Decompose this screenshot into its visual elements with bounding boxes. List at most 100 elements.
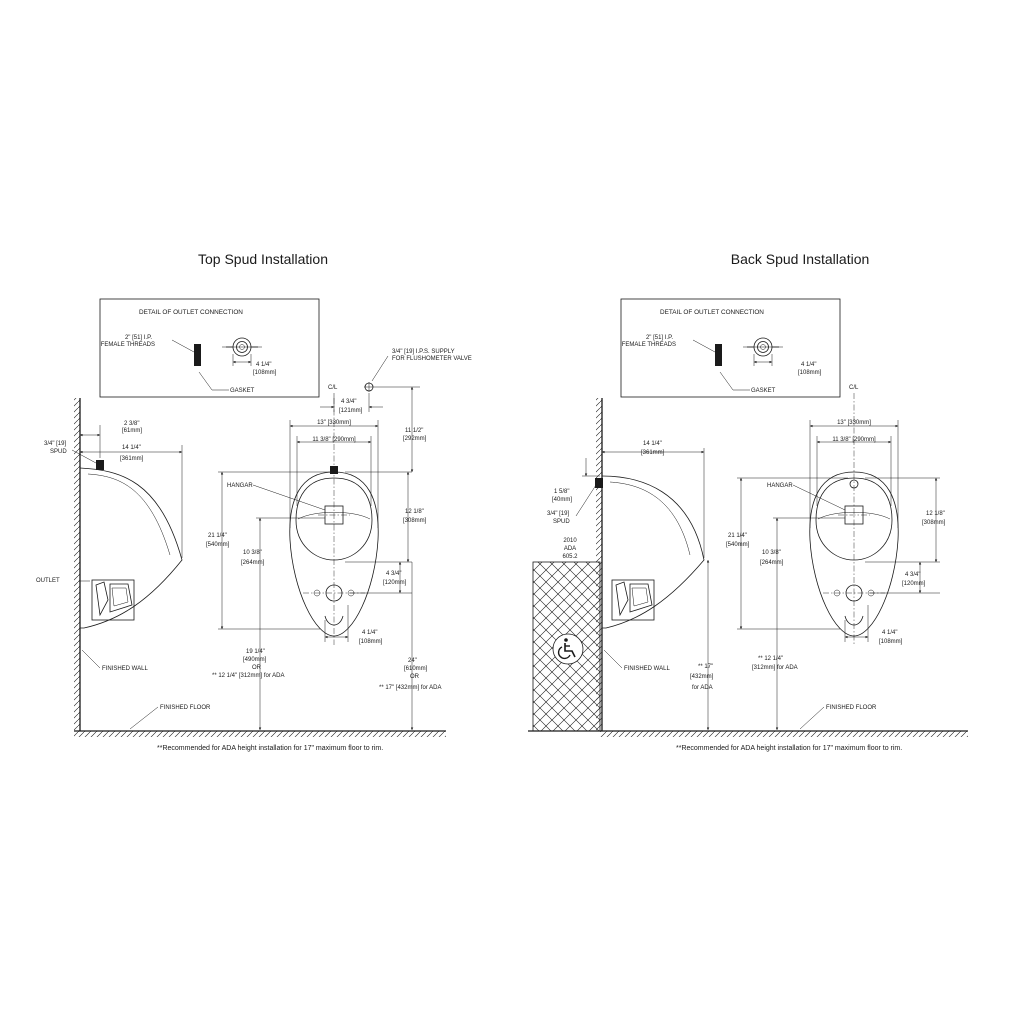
dim-21-1-4-a: 21 1/4"	[728, 533, 747, 539]
dim-4-3-4-b: [121mm]	[339, 408, 363, 414]
dim-24-a: 24"	[408, 658, 417, 664]
spud-label-1: 3/4" [19]	[547, 511, 569, 517]
dim-12-1-4-b: [312mm] for ADA	[752, 665, 798, 671]
dim-11-3-8: 11 3/8" [290mm]	[832, 437, 876, 443]
supply-label-2: FOR FLUSHOMETER VALVE	[392, 356, 472, 362]
top-spud-drawing: Top Spud Installation DETAIL OF OUTLET C…	[36, 251, 472, 752]
detail-frame	[99, 298, 320, 398]
detail-frame	[620, 298, 841, 398]
top-spud-wall: FINISHED WALL	[74, 398, 148, 731]
dim-14-1-4-b: [361mm]	[120, 456, 144, 462]
ada-section: 605.2	[562, 554, 578, 560]
cl-label: C/L	[849, 385, 859, 391]
dim-1-5-8-a: 1 5/8"	[554, 489, 569, 495]
dim-24-b: [610mm]	[404, 666, 428, 672]
detail-dim-1: 4 1/4"	[256, 362, 271, 368]
dim-17-a: ** 17"	[698, 664, 713, 670]
dim-11-1-2-a: 11 1/2"	[405, 428, 423, 434]
detail-gasket: GASKET	[751, 388, 776, 394]
wheelchair-icon	[552, 633, 584, 665]
dim-2-3-8-b: [61mm]	[122, 428, 142, 434]
dim-19-1-4-b: [490mm]	[243, 657, 267, 663]
dim-12-1-8-b: [308mm]	[403, 518, 427, 524]
ada-clearance-block: 2010 ADA 605.2	[532, 538, 601, 732]
dim-1-5-8-b: [40mm]	[552, 497, 572, 503]
wheelchair-symbol	[557, 638, 576, 660]
detail-threads-1: 2" [51] I.P.	[646, 335, 673, 341]
dim-12-1-4-a: ** 12 1/4"	[758, 656, 783, 662]
hangar-label: HANGAR	[227, 483, 253, 489]
outlet-flange-front-icon	[743, 337, 783, 357]
dim-19-1-4-c: ** 12 1/4" [312mm] for ADA	[212, 673, 285, 679]
dim-21-1-4-b: [540mm]	[206, 542, 230, 548]
dim-13: 13" [330mm]	[317, 420, 351, 426]
dim-11-1-2-b: [292mm]	[403, 436, 427, 442]
or-2: OR	[410, 674, 420, 680]
detail-title: DETAIL OF OUTLET CONNECTION	[660, 309, 764, 316]
dim-17-c: for ADA	[692, 685, 713, 691]
detail-gasket: GASKET	[230, 388, 255, 394]
dim-19-1-4-a: 19 1/4"	[246, 649, 265, 655]
dim-4-3-4-d: [120mm]	[383, 580, 407, 586]
dim-12-1-8-a: 12 1/8"	[926, 511, 945, 517]
back-spud-drawing: Back Spud Installation DETAIL OF OUTLET …	[528, 251, 968, 752]
dim-17-b: [432mm]	[690, 674, 714, 680]
dim-4-1-4-a: 4 1/4"	[362, 630, 377, 636]
outlet-label: OUTLET	[36, 578, 60, 584]
detail-title: DETAIL OF OUTLET CONNECTION	[139, 309, 243, 316]
outlet-flange-icon	[194, 344, 201, 366]
cl-label: C/L	[328, 385, 338, 391]
dim-10-3-8-a: 10 3/8"	[762, 550, 781, 556]
spud-label-2: SPUD	[553, 519, 570, 525]
finished-floor-label: FINISHED FLOOR	[160, 705, 211, 711]
detail-threads-2: FEMALE THREADS	[101, 342, 155, 348]
dim-10-3-8-b: [264mm]	[760, 560, 784, 566]
spud-label-2: SPUD	[50, 449, 67, 455]
detail-dim-2: [108mm]	[253, 370, 277, 376]
or-1: OR	[252, 665, 262, 671]
back-spud-title: Back Spud Installation	[731, 251, 870, 267]
dim-4-3-4-d: [120mm]	[902, 581, 926, 587]
outlet-flange-front-icon	[222, 337, 262, 357]
dim-12-1-8-b: [308mm]	[922, 520, 946, 526]
back-spud-wall: FINISHED WALL	[596, 398, 670, 731]
dim-11-3-8: 11 3/8" [290mm]	[312, 437, 356, 443]
back-spud-side-view	[595, 475, 705, 629]
top-spud-outlet-detail: DETAIL OF OUTLET CONNECTION 2" [51] I.P.…	[99, 298, 320, 398]
detail-dim-2: [108mm]	[798, 370, 822, 376]
detail-threads-2: FEMALE THREADS	[622, 342, 676, 348]
hangar-label: HANGAR	[767, 483, 793, 489]
dim-24-c: ** 17" [432mm] for ADA	[379, 685, 442, 691]
back-spud-floor: FINISHED FLOOR	[528, 705, 968, 737]
dim-10-3-8-b: [264mm]	[241, 560, 265, 566]
outlet-flange-icon	[715, 344, 722, 366]
dim-14-1-4-a: 14 1/4"	[643, 441, 662, 447]
ada-note: **Recommended for ADA height installatio…	[676, 745, 902, 752]
ada-year: 2010	[563, 538, 577, 544]
supply-label-1: 3/4" [19] I.P.S. SUPPLY	[392, 349, 455, 355]
dim-21-1-4-b: [540mm]	[726, 542, 750, 548]
dim-4-1-4-b: [108mm]	[359, 639, 383, 645]
top-spud-side-view	[79, 460, 183, 629]
back-spud-outlet-detail: DETAIL OF OUTLET CONNECTION 2" [51] I.P.…	[620, 298, 841, 398]
ada-label: ADA	[564, 546, 576, 552]
dim-21-1-4-a: 21 1/4"	[208, 533, 227, 539]
ada-note: **Recommended for ADA height installatio…	[157, 745, 383, 752]
dim-4-3-4-c: 4 3/4"	[905, 572, 920, 578]
dim-2-3-8-a: 2 3/8"	[124, 421, 139, 427]
top-spud-title: Top Spud Installation	[198, 251, 328, 267]
finished-wall-label: FINISHED WALL	[624, 666, 670, 672]
dim-4-1-4-a: 4 1/4"	[882, 630, 897, 636]
spud-label-1: 3/4" [19]	[44, 441, 66, 447]
finished-floor-label: FINISHED FLOOR	[826, 705, 877, 711]
dim-4-1-4-b: [108mm]	[879, 639, 903, 645]
dim-12-1-8-a: 12 1/8"	[405, 509, 424, 515]
detail-threads-1: 2" [51] I.P.	[125, 335, 152, 341]
top-spud-floor: FINISHED FLOOR	[74, 705, 446, 737]
dim-13: 13" [330mm]	[837, 420, 871, 426]
dim-4-3-4-c: 4 3/4"	[386, 571, 401, 577]
finished-wall-label: FINISHED WALL	[102, 666, 148, 672]
detail-dim-1: 4 1/4"	[801, 362, 816, 368]
dim-4-3-4-a: 4 3/4"	[341, 399, 356, 405]
